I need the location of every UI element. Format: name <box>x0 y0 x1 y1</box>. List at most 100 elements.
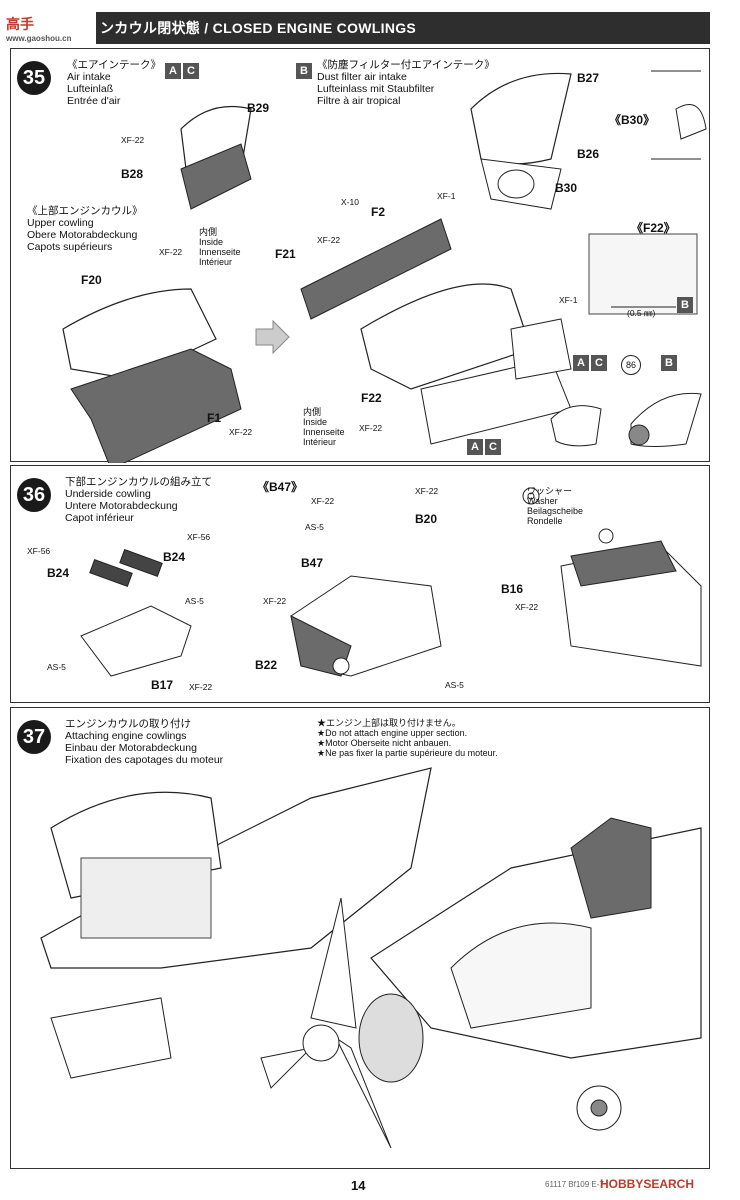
underside-cowling-caption: 下部エンジンカウルの組み立て Underside cowling Untere … <box>65 476 212 524</box>
page-header: 高手 www.gaoshou.cn ンカウル閉状態 / CLOSED ENGIN… <box>0 12 710 44</box>
step-36-number: 36 <box>17 478 51 512</box>
part-b30: B30 <box>555 181 578 195</box>
step-37-panel: 37 エンジンカウルの取り付け Attaching engine cowling… <box>10 707 710 1169</box>
washer-jp: ワッシャー <box>527 486 573 496</box>
note-fr: ★Ne pas fixer la partie supérieure du mo… <box>317 748 498 758</box>
dust-filter-caption: 《防塵フィルター付エアインテーク》 Dust filter air intake… <box>317 59 495 107</box>
color-xf22-inside: XF-22 <box>159 247 183 257</box>
part-b22: B22 <box>255 658 278 672</box>
step-37-illustration <box>40 767 702 1149</box>
part-b24-a: B24 <box>47 566 70 580</box>
dust-filter-de: Lufteinlass mit Staubfilter <box>317 83 435 95</box>
note-jp: ★エンジン上部は取り付けません。 <box>317 718 461 728</box>
badge-group-b-2: B <box>677 295 695 313</box>
attaching-fr: Fixation des capotages du moteur <box>65 754 224 766</box>
part-f22-detail: 《F22》 <box>631 221 676 235</box>
inside-caption-b: 内側 Inside Innenseite Intérieur <box>303 407 345 447</box>
site-logo: 高手 www.gaoshou.cn <box>0 12 96 44</box>
inside-de: Innenseite <box>199 247 241 257</box>
color-xf22-f1: XF-22 <box>229 427 253 437</box>
underside-de: Untere Motorabdeckung <box>65 500 178 512</box>
badge-a: A <box>467 439 483 455</box>
inside-fr: Intérieur <box>199 257 233 267</box>
watermark: HOBBYSEARCH <box>600 1177 695 1191</box>
underside-en: Underside cowling <box>65 488 151 500</box>
dust-filter-jp: 《防塵フィルター付エアインテーク》 <box>317 59 495 71</box>
dimension-label: (0.5 ㎜) <box>627 308 656 318</box>
air-intake-de: Lufteinlaß <box>67 83 114 95</box>
badge-c: C <box>183 63 199 79</box>
page-number: 14 <box>351 1178 366 1193</box>
inside-caption-a: 内側 Inside Innenseite Intérieur <box>199 227 241 267</box>
part-b16: B16 <box>501 582 524 596</box>
inside-jp: 内側 <box>199 227 218 237</box>
color-xf1-b: XF-1 <box>559 295 578 305</box>
part-f22: F22 <box>361 391 382 405</box>
logo-text: 高手 <box>6 15 34 32</box>
dust-filter-fr: Filtre à air tropical <box>317 95 401 107</box>
attaching-cowlings-caption: エンジンカウルの取り付け Attaching engine cowlings E… <box>65 718 223 766</box>
engine-note: ★エンジン上部は取り付けません。 ★Do not attach engine u… <box>317 718 498 758</box>
part-f2: F2 <box>371 205 386 219</box>
part-b20: B20 <box>415 512 438 526</box>
badge-c: C <box>485 439 501 455</box>
attaching-en: Attaching engine cowlings <box>65 730 187 742</box>
badge-b: B <box>661 355 677 371</box>
inside-jp: 内側 <box>303 407 322 417</box>
washer-fr: Rondelle <box>527 516 563 526</box>
color-xf56-b: XF-56 <box>187 532 211 542</box>
inside-en: Inside <box>303 417 328 427</box>
logo-url: www.gaoshou.cn <box>6 33 72 43</box>
upper-cowling-de: Obere Motorabdeckung <box>27 229 138 241</box>
color-as5-a: AS-5 <box>185 596 204 606</box>
badge-a: A <box>573 355 589 371</box>
upper-cowling-jp: 《上部エンジンカウル》 <box>27 205 143 217</box>
color-xf22-b17: XF-22 <box>189 682 213 692</box>
inside-de: Innenseite <box>303 427 345 437</box>
part-b29: B29 <box>247 101 270 115</box>
badge-group-b-1: B <box>296 61 314 79</box>
inside-en: Inside <box>199 237 224 247</box>
attaching-de: Einbau der Motorabdeckung <box>65 742 197 754</box>
part-b47: B47 <box>301 556 324 570</box>
badge-b: B <box>296 63 312 79</box>
air-intake-fr: Entrée d'air <box>67 95 121 107</box>
color-as5-b: AS-5 <box>47 662 66 672</box>
upper-cowling-caption: 《上部エンジンカウル》 Upper cowling Obere Motorabd… <box>27 205 143 253</box>
upper-cowling-en: Upper cowling <box>27 217 94 229</box>
step-36-illustration <box>80 487 702 677</box>
part-f1: F1 <box>207 411 222 425</box>
color-xf56-a: XF-56 <box>27 546 51 556</box>
color-xf22-b20: XF-22 <box>415 486 439 496</box>
color-xf22-b22: XF-22 <box>263 596 287 606</box>
color-x10: X-10 <box>341 197 359 207</box>
badge-group-b-3: B <box>661 353 679 371</box>
part-b24-b: B24 <box>163 550 186 564</box>
step-35-number: 35 <box>17 61 51 95</box>
inside-fr: Intérieur <box>303 437 337 447</box>
air-intake-caption: 《エアインテーク》 Air intake Lufteinlaß Entrée d… <box>67 59 161 107</box>
step-36-panel: 36 下部エンジンカウルの組み立て Underside cowling Unte… <box>10 465 710 703</box>
washer-de: Beilagscheibe <box>527 506 584 516</box>
color-xf22-b47: XF-22 <box>311 496 335 506</box>
part-b30-detail: 《B30》 <box>609 113 656 127</box>
step-35-illustration <box>62 70 707 463</box>
air-intake-jp: 《エアインテーク》 <box>67 59 161 71</box>
badge-c: C <box>591 355 607 371</box>
dust-filter-en: Dust filter air intake <box>317 71 407 83</box>
note-en: ★Do not attach engine upper section. <box>317 728 468 738</box>
color-xf1: XF-1 <box>437 191 456 201</box>
upper-cowling-fr: Capots supérieurs <box>27 241 113 253</box>
color-xf22-f22: XF-22 <box>359 423 383 433</box>
part-b28: B28 <box>121 167 144 181</box>
part-b17: B17 <box>151 678 174 692</box>
step-37-number: 37 <box>17 720 51 754</box>
underside-jp: 下部エンジンカウルの組み立て <box>65 476 212 488</box>
part-f20: F20 <box>81 273 102 287</box>
color-xf22-b16: XF-22 <box>515 602 539 612</box>
part-b27: B27 <box>577 71 600 85</box>
air-intake-en: Air intake <box>67 71 111 83</box>
part-b26: B26 <box>577 147 600 161</box>
